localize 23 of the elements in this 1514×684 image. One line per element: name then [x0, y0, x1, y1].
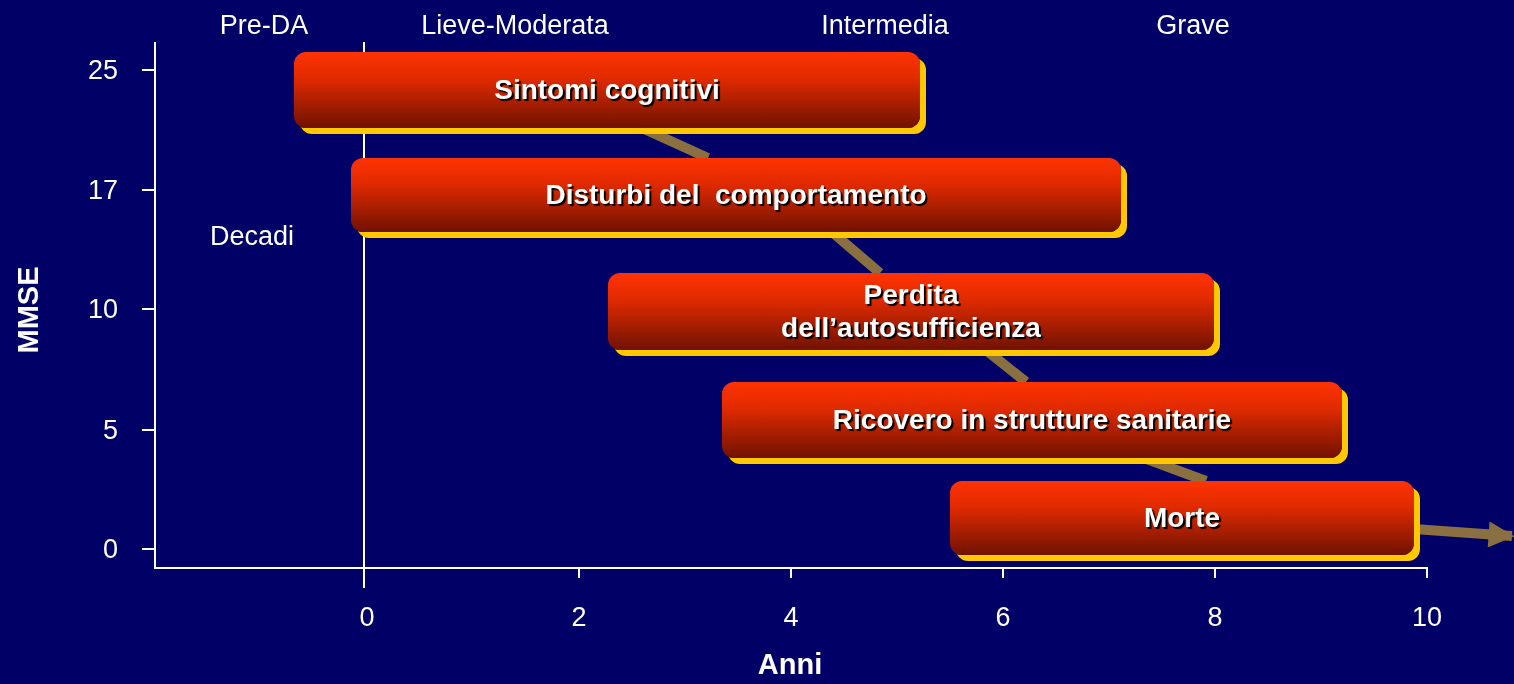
phase-label: Lieve-Moderata	[421, 12, 609, 39]
tick-label: 0	[359, 604, 375, 631]
stage-label: Ricovero in strutture sanitarie	[832, 403, 1232, 437]
axis-title: Anni	[757, 650, 823, 679]
tick-label: 25	[87, 57, 118, 84]
stage-label: Morte	[1143, 501, 1221, 535]
tick-label: 2	[571, 604, 587, 631]
tick-label: 6	[995, 604, 1011, 631]
phase-note: Decadi	[210, 223, 295, 250]
tick-label: 0	[102, 536, 118, 563]
tick-label: 10	[87, 296, 118, 323]
tick-label: 17	[87, 177, 118, 204]
stage-label: Sintomi cognitivi	[494, 73, 720, 107]
phase-label: Intermedia	[821, 12, 949, 39]
tick-label: 4	[783, 604, 799, 631]
tick-label: 8	[1207, 604, 1223, 631]
tick-label: 10	[1412, 604, 1442, 631]
phase-label: Pre-DA	[219, 12, 309, 39]
tick-label: 5	[102, 417, 118, 444]
axis-title: MMSE	[13, 266, 43, 354]
stage-label: Disturbi del comportamento	[545, 178, 927, 212]
stage-label: Perdita dell’autosufficienza	[780, 279, 1042, 344]
phase-label: Grave	[1156, 12, 1230, 39]
